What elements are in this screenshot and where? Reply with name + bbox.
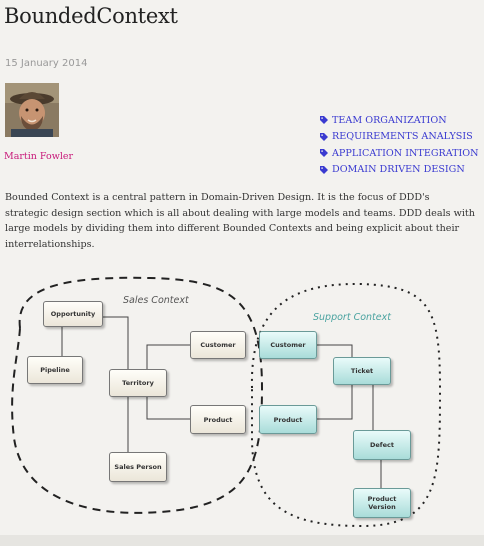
node-sales-person[interactable]: Sales Person <box>109 452 167 482</box>
tag-icon <box>320 165 328 174</box>
node-territory[interactable]: Territory <box>109 369 167 397</box>
tag-icon <box>320 149 328 158</box>
page-title: BoundedContext <box>4 4 178 28</box>
tag-icon <box>320 132 328 141</box>
node-product-support[interactable]: Product <box>259 405 317 434</box>
node-customer-sales[interactable]: Customer <box>190 331 246 359</box>
support-context-label: Support Context <box>313 312 391 323</box>
tag-item[interactable]: DOMAIN DRIVEN DESIGN <box>320 162 479 179</box>
bottom-bar <box>0 535 484 546</box>
node-opportunity[interactable]: Opportunity <box>43 301 103 327</box>
node-pipeline[interactable]: Pipeline <box>27 356 83 384</box>
node-ticket[interactable]: Ticket <box>333 357 391 385</box>
node-product-sales[interactable]: Product <box>190 405 246 434</box>
tag-item[interactable]: TEAM ORGANIZATION <box>320 112 479 129</box>
sales-context-label: Sales Context <box>123 295 189 306</box>
node-customer-support[interactable]: Customer <box>259 331 317 359</box>
author-name[interactable]: Martin Fowler <box>4 151 74 162</box>
sales-context-boundary <box>11 276 264 514</box>
tag-label[interactable]: TEAM ORGANIZATION <box>332 114 447 126</box>
tag-label[interactable]: APPLICATION INTEGRATION <box>332 147 479 159</box>
tag-item[interactable]: APPLICATION INTEGRATION <box>320 145 479 162</box>
bounded-context-diagram: Sales Context Support Context Opportunit… <box>0 268 484 546</box>
intro-paragraph: Bounded Context is a central pattern in … <box>5 192 475 250</box>
node-defect[interactable]: Defect <box>353 430 411 460</box>
tag-label[interactable]: REQUIREMENTS ANALYSIS <box>332 131 473 143</box>
tag-item[interactable]: REQUIREMENTS ANALYSIS <box>320 129 479 146</box>
publish-date: 15 January 2014 <box>5 58 88 69</box>
tag-label[interactable]: DOMAIN DRIVEN DESIGN <box>332 164 465 176</box>
author-avatar <box>5 83 59 137</box>
node-product-version[interactable]: Product Version <box>353 488 411 518</box>
tag-icon <box>320 116 328 125</box>
tag-list: TEAM ORGANIZATION REQUIREMENTS ANALYSIS … <box>320 112 479 178</box>
